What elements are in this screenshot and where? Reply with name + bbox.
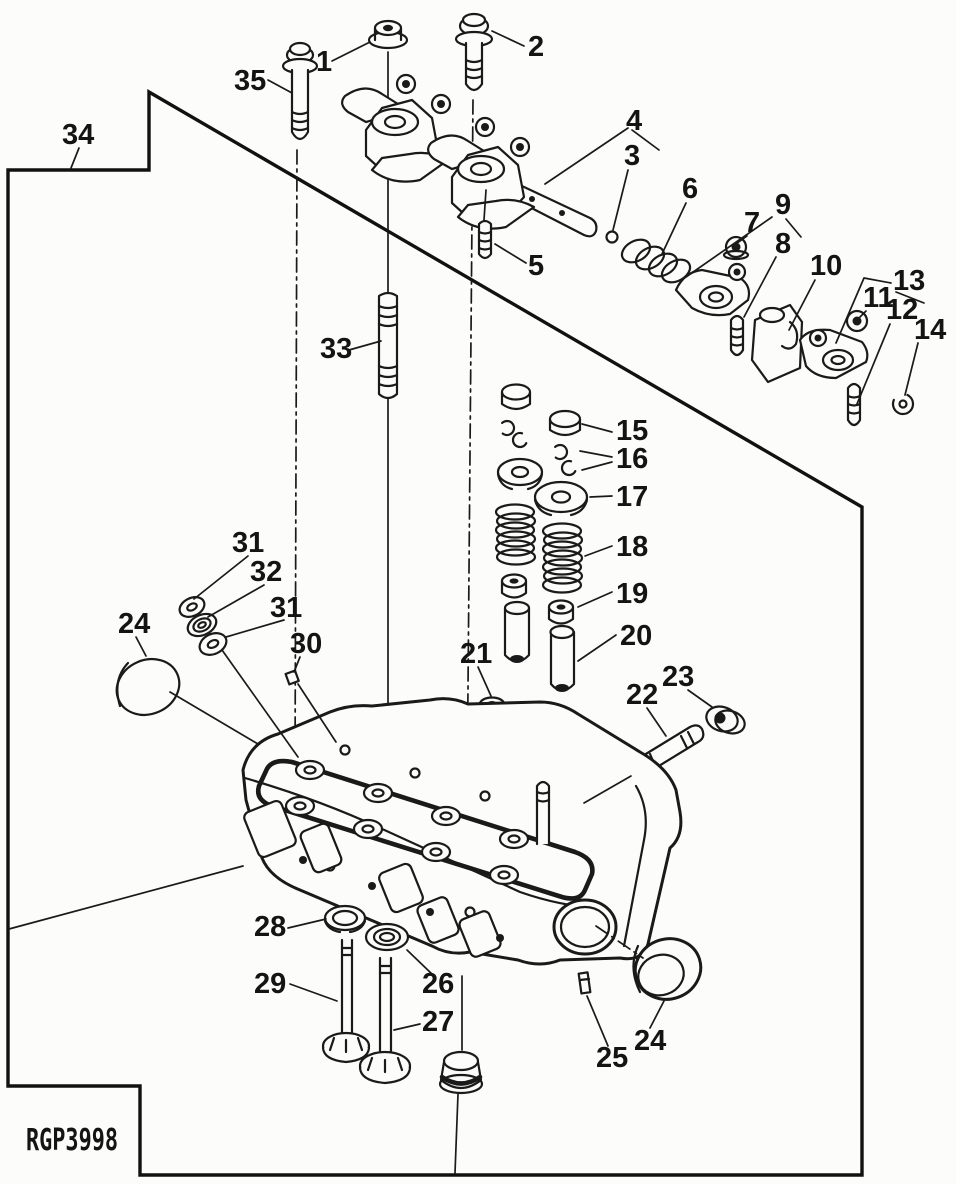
valve-seat-washer-26: [364, 922, 410, 952]
valve-guide-20: [549, 624, 576, 692]
callout-33: 33: [320, 333, 352, 365]
callout-23: 23: [662, 661, 694, 693]
callout-3: 3: [624, 140, 640, 172]
callout-22: 22: [626, 679, 658, 711]
cylinder-head: [241, 697, 683, 966]
flange-nut-1: [367, 19, 409, 50]
port-liner-24-right: [632, 937, 703, 1001]
valve-collets-left: [498, 419, 529, 449]
callout-5: 5: [528, 250, 544, 282]
image-code: RGP3998: [26, 1123, 118, 1158]
callout-27: 27: [422, 1006, 454, 1038]
spring-seat-17: [533, 480, 589, 517]
callout-19: 19: [616, 578, 648, 610]
rocker-arm-support-10: [750, 303, 804, 384]
callout-18: 18: [616, 531, 648, 563]
valve-collets-16: [551, 443, 578, 477]
valve-guide-left: [503, 600, 531, 663]
callout-8: 8: [775, 228, 791, 260]
callout-15: 15: [616, 415, 648, 447]
spring-retainer-left: [500, 573, 528, 599]
leader-lines: [135, 30, 925, 1047]
rocker-shaft-assembly: [341, 73, 598, 238]
callout-4: 4: [626, 105, 642, 137]
spring-seat-left: [496, 457, 544, 491]
valve-seat-rings: [284, 759, 530, 886]
callout-31-top: 31: [232, 527, 264, 559]
callout-12: 12: [886, 294, 918, 326]
lock-nut-11: [845, 309, 869, 333]
adjusting-screw-8: [729, 314, 745, 357]
flange-head-screw-2: [454, 12, 494, 92]
callout-11: 11: [863, 282, 894, 314]
callout-13: 13: [893, 265, 925, 297]
retaining-clip-14: [891, 392, 915, 416]
callout-35: 35: [234, 65, 266, 97]
callout-14: 14: [914, 314, 946, 346]
callout-20: 20: [620, 620, 652, 652]
valve-29: [321, 938, 371, 1064]
callout-31-lower: 31: [270, 592, 302, 624]
callout-29: 29: [254, 968, 286, 1000]
callout-24-right: 24: [634, 1025, 666, 1057]
rocker-arm-9: [674, 262, 751, 317]
callout-17: 17: [616, 481, 648, 513]
oring-31-lower: [198, 632, 228, 656]
callout-32: 32: [250, 556, 282, 588]
valve-spring-left: [494, 503, 537, 566]
valve-cap-left: [500, 383, 532, 411]
intake-ports: [243, 799, 502, 958]
flange-head-screw-35: [281, 41, 319, 141]
adjusting-screw-12: [846, 382, 862, 427]
oring-31-top: [178, 596, 206, 618]
callout-9: 9: [775, 189, 791, 221]
flange-nut-23: [705, 705, 746, 735]
dowel-pin-30: [284, 669, 300, 686]
adjusting-screw-5: [477, 189, 493, 260]
callout-21: 21: [460, 638, 492, 670]
callout-6: 6: [682, 173, 698, 205]
spring-6: [620, 238, 692, 284]
exhaust-port: [552, 898, 618, 956]
rubber-plug: [438, 975, 484, 1174]
valve-cap-15: [548, 409, 582, 437]
stud-33: [377, 291, 399, 400]
callout-30: 30: [290, 628, 322, 660]
callout-labels: 1 2 3 4 5 6 7 8 9 10 11 12 13 14 15 16 1…: [62, 31, 946, 1074]
rocker-arm-12: [798, 328, 869, 380]
oring-3: [605, 230, 619, 244]
dowel-pin-25: [577, 971, 592, 995]
callout-1: 1: [316, 46, 332, 78]
valve-27: [358, 956, 412, 1085]
callout-10: 10: [810, 250, 842, 282]
callout-26: 26: [422, 968, 454, 1000]
valve-spring-18: [541, 522, 584, 594]
frame-border: [6, 89, 864, 1177]
spring-retainer-19: [547, 599, 575, 625]
lock-nut-7: [722, 235, 750, 261]
callout-25: 25: [596, 1042, 628, 1074]
cup-plug-24-left: [115, 658, 181, 716]
valve-seat-washer-28: [323, 904, 367, 934]
callout-28: 28: [254, 911, 286, 943]
callout-2: 2: [528, 31, 544, 63]
callout-16: 16: [616, 443, 648, 475]
callout-24-left: 24: [118, 608, 150, 640]
callout-7: 7: [744, 207, 760, 239]
callout-34: 34: [62, 119, 94, 151]
valve-stem-seal-32: [186, 612, 218, 638]
